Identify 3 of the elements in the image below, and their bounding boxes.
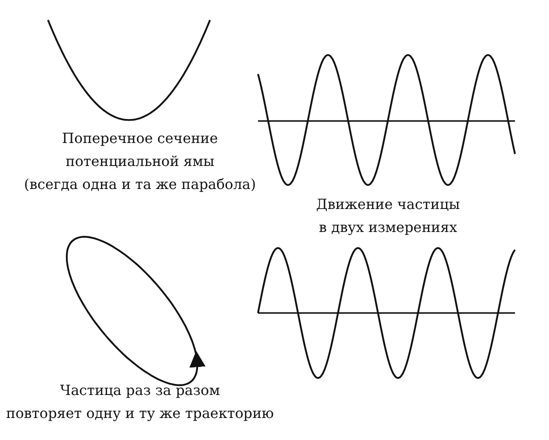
caption: Частица раз за разом повторяет одну и ту же траекторию [6,382,274,424]
caption: Движение частицы в двух измерениях [316,196,460,238]
caption: Поперечное сечение потенциальной ямы (всегда одна и та же парабола) [24,130,256,195]
